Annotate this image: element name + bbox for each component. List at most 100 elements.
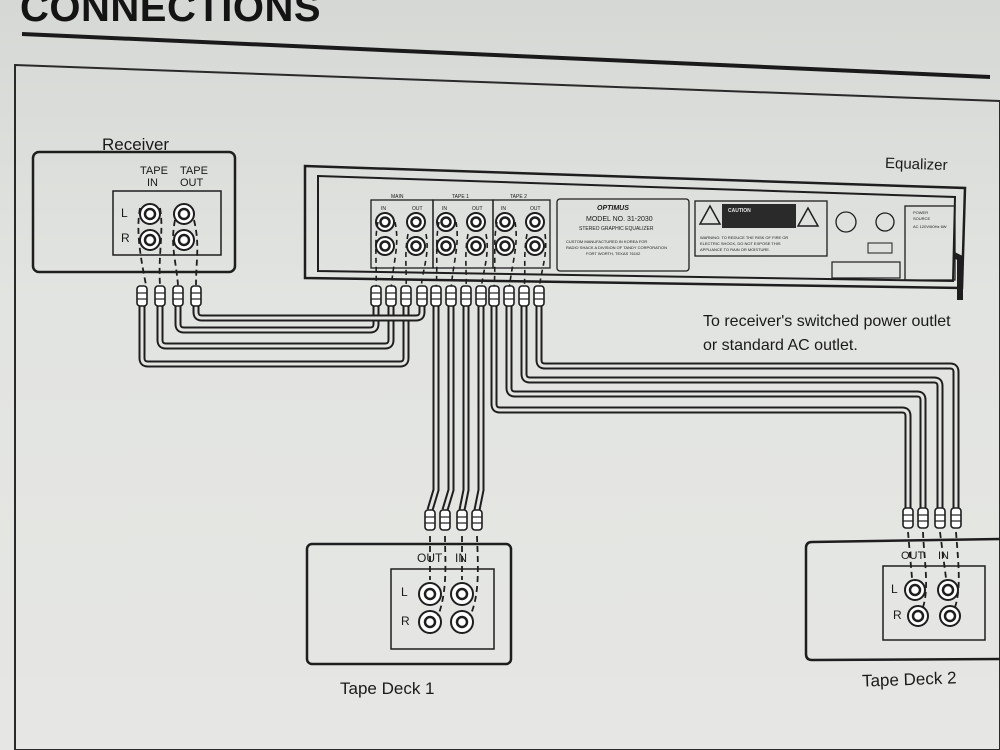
power-cord (952, 252, 963, 300)
tape2-section-label: TAPE 2 (510, 194, 527, 200)
equalizer-inner (317, 174, 957, 283)
equalizer-dashed-leads (375, 221, 547, 291)
diagram-frame (14, 63, 1000, 750)
tape-deck-2-out-label: OUT (901, 550, 925, 562)
exclamation-warning-icon (796, 206, 820, 227)
rca-plugs (136, 285, 962, 531)
tape-deck-2-plug-2 (917, 507, 929, 529)
cables (138, 306, 960, 512)
tape2-out-label: OUT (530, 206, 541, 212)
tape-deck-2-unit (804, 531, 1000, 662)
shock-warning-icon (698, 204, 722, 225)
product-name: STEREO GRAPHIC EQUALIZER (579, 226, 654, 232)
tape-deck-1-left-label: L (401, 585, 408, 599)
caution-text: CAUTION (728, 208, 751, 214)
power-source-panel (904, 205, 956, 281)
model-number: MODEL NO. 31-2030 (586, 216, 653, 223)
caution-box (722, 204, 796, 228)
tape-deck-2-plug-4 (950, 507, 962, 529)
tape-deck-2-label: Tape Deck 2 (861, 668, 957, 691)
tape-deck-2-right-label: R (893, 608, 902, 622)
date-box (867, 242, 893, 254)
ul-mark-icon (875, 212, 895, 232)
cables-tape-deck-2 (490, 306, 960, 508)
warning-line-1: WARNING: TO REDUCE THE RISK OF FIRE OR (700, 235, 789, 240)
tape-deck-2-plug-3 (934, 507, 946, 529)
tape-deck-2-plug-1 (902, 507, 914, 529)
tape-deck-1-plug-4 (471, 509, 483, 531)
serial-box (831, 261, 901, 279)
power-note-line-2: or standard AC outlet. (703, 337, 858, 354)
power-line-3: AC 120V/60Hz 6W (913, 224, 947, 229)
receiver-tape-in-label-1: TAPE (140, 165, 168, 177)
tape2-jack-section (492, 199, 551, 269)
receiver-tape-in-label-2: IN (147, 177, 158, 189)
equalizer-plug-5 (430, 285, 442, 307)
title-rule (21, 32, 991, 79)
equalizer-plug-6 (445, 285, 457, 307)
equalizer-unit (303, 164, 967, 300)
main-section-label: MAIN (391, 194, 404, 200)
tape-deck-1-in-label: IN (455, 551, 467, 565)
tape-deck-2-in-label: IN (938, 550, 949, 562)
receiver-tape-out-label-2: OUT (180, 177, 204, 189)
power-line-1: POWER (913, 210, 929, 215)
ul-listed-icon (835, 211, 857, 233)
equalizer-plug-9 (488, 285, 500, 307)
warning-line-2: ELECTRIC SHOCK, DO NOT EXPOSE THIS (700, 241, 781, 246)
tape-deck-1-jack-panel (390, 568, 495, 650)
tape-deck-1-dashed-leads (429, 535, 479, 617)
page-title: CONNECTIONS (20, 0, 322, 30)
model-plate (556, 198, 690, 272)
receiver-box (31, 150, 237, 274)
receiver-tape-out-label-1: TAPE (180, 165, 208, 177)
tape-deck-1-box (305, 542, 513, 666)
receiver-plug-3 (172, 285, 184, 307)
cables-tape-deck-1 (426, 306, 485, 512)
warning-line-3: APPLIANCE TO RAIN OR MOISTURE. (700, 247, 771, 252)
plate-line-2: RADIO SHACK A DIVISION OF TANDY CORPORAT… (566, 245, 668, 250)
power-line-2: SOURCE (913, 216, 931, 221)
equalizer-plug-10 (503, 285, 515, 307)
main-in-label: IN (381, 206, 386, 212)
receiver-unit (31, 150, 237, 286)
equalizer-plug-12 (533, 285, 545, 307)
receiver-left-label: L (121, 206, 128, 220)
tape-deck-2-jack-panel (882, 565, 986, 641)
receiver-dashed-leads (137, 207, 199, 286)
tape1-section-label: TAPE 1 (452, 194, 469, 200)
equalizer-jacks (375, 212, 545, 256)
tape-deck-1-plug-3 (456, 509, 468, 531)
receiver-jack-panel (112, 190, 222, 256)
tape-deck-1-plug-1 (424, 509, 436, 531)
plate-line-3: FORT WORTH, TEXAS 76102 (586, 251, 641, 256)
equalizer-plug-7 (460, 285, 472, 307)
tape-deck-1-right-label: R (401, 614, 410, 628)
equalizer-label: Equalizer (884, 154, 948, 175)
equalizer-plug-4 (416, 285, 428, 307)
tape-deck-1-label: Tape Deck 1 (340, 679, 435, 698)
tape-deck-1-unit (305, 535, 513, 666)
receiver-plug-2 (154, 285, 166, 307)
equalizer-plug-3 (400, 285, 412, 307)
plate-line-1: CUSTOM MANUFACTURED IN KOREA FOR (566, 239, 648, 244)
equalizer-plug-2 (385, 285, 397, 307)
equalizer-plug-11 (518, 285, 530, 307)
power-note-line-1: To receiver's switched power outlet (703, 313, 951, 330)
receiver-plug-4 (190, 285, 202, 307)
equalizer-plug-1 (370, 285, 382, 307)
tape1-in-label: IN (442, 206, 447, 212)
receiver-label: Receiver (102, 135, 170, 154)
receiver-plug-1 (136, 285, 148, 307)
tape-deck-2-dashed-leads (907, 531, 960, 611)
equalizer-plug-8 (475, 285, 487, 307)
warning-label (694, 200, 828, 257)
receiver-right-label: R (121, 231, 130, 245)
tape2-in-label: IN (501, 206, 506, 212)
tape-deck-2-left-label: L (891, 582, 898, 596)
brand-label: OPTIMUS (597, 205, 629, 212)
tape-deck-1-out-label: OUT (417, 551, 443, 565)
main-out-label: OUT (412, 206, 423, 212)
